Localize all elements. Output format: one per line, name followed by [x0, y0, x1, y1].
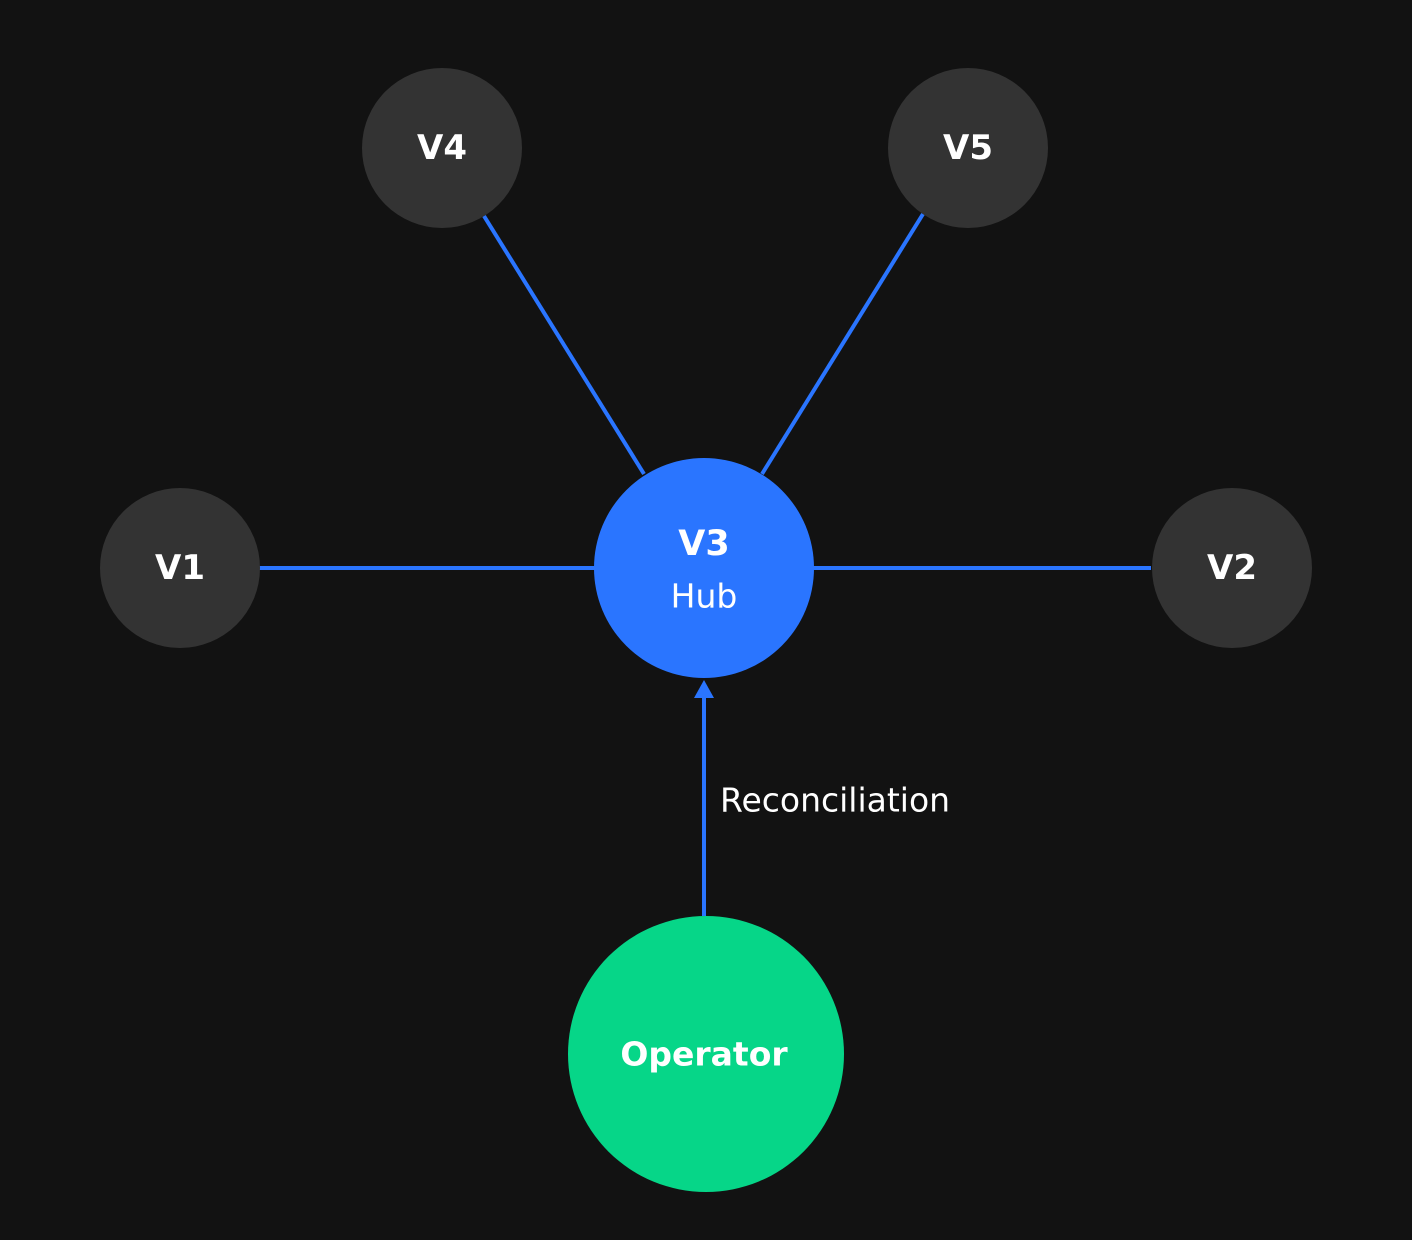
node-v4-circle	[362, 68, 522, 228]
edge-v4-hub	[482, 214, 646, 476]
node-hub-label: V3	[678, 524, 729, 564]
node-v1-label: V1	[155, 548, 205, 588]
edge-label-reconciliation: Reconciliation	[720, 781, 950, 820]
edges	[259, 212, 1151, 916]
node-v2-label: V2	[1207, 548, 1257, 588]
node-v4[interactable]: V4	[362, 68, 522, 228]
node-hub-circle	[594, 458, 814, 678]
node-v4-label: V4	[417, 128, 467, 168]
node-v1-circle	[100, 488, 260, 648]
node-v2-circle	[1152, 488, 1312, 648]
node-v5-label: V5	[943, 128, 993, 168]
edge-v5-hub	[760, 212, 925, 476]
node-v5-circle	[888, 68, 1048, 228]
node-hub-sublabel: Hub	[671, 577, 738, 616]
node-operator-circle	[568, 916, 844, 1192]
node-v2[interactable]: V2	[1152, 488, 1312, 648]
node-operator-label: Operator	[620, 1035, 788, 1074]
node-v1[interactable]: V1	[100, 488, 260, 648]
node-hub-v3[interactable]: V3 Hub	[594, 458, 814, 678]
node-operator[interactable]: Operator	[568, 916, 844, 1192]
node-v5[interactable]: V5	[888, 68, 1048, 228]
arrowhead-reconciliation	[694, 680, 714, 698]
